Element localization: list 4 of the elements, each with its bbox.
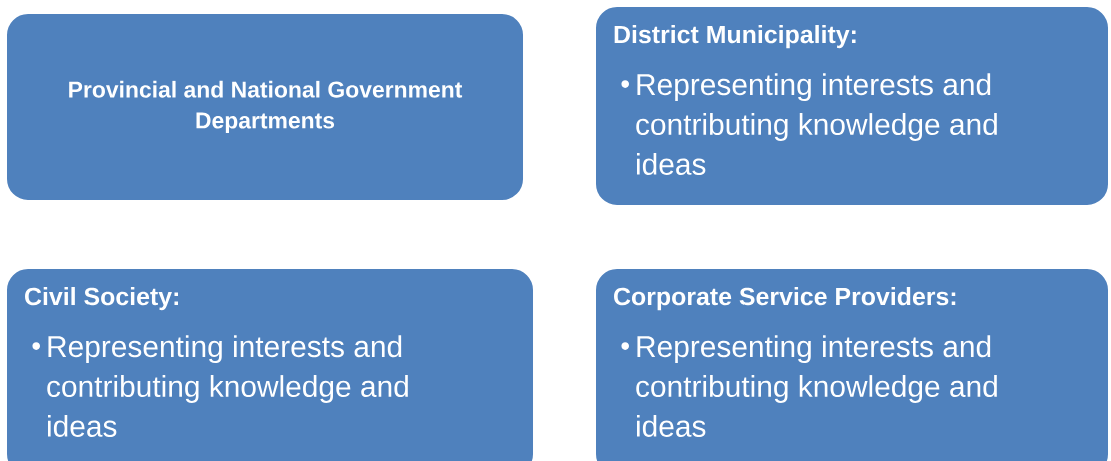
rounded-box: Civil Society: Representing interests and contributing knowledge and ideas	[5, 267, 535, 461]
rounded-box: District Municipality: Representing interests and contributing knowledge and ideas	[594, 5, 1110, 207]
rounded-box: Corporate Service Providers: Representing interests and contributing knowledge and ideas	[594, 267, 1110, 461]
rounded-box: Provincial and National Government Departments	[5, 12, 525, 202]
